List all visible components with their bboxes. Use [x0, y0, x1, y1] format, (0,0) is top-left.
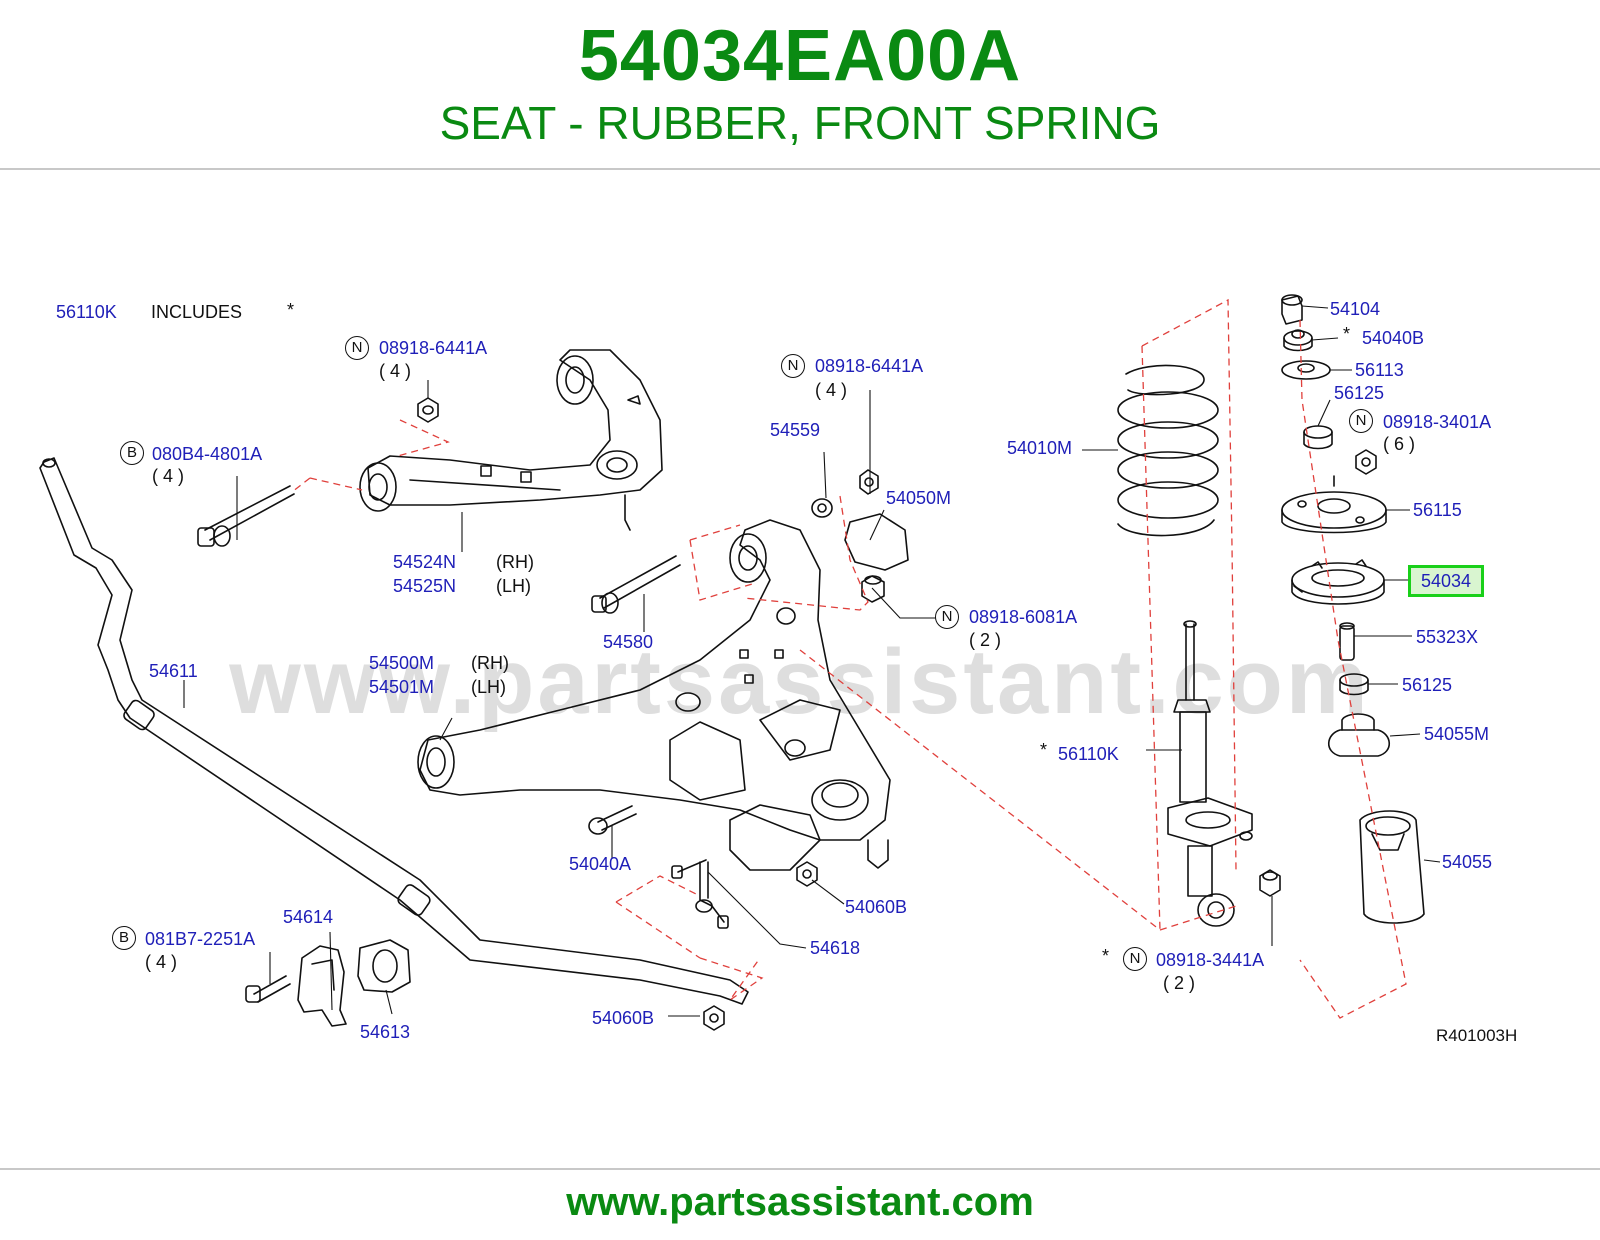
label-081b7-2251a[interactable]: 081B7-2251A — [145, 929, 256, 949]
qty-4-1: ( 4 ) — [379, 361, 412, 381]
label-56125-2[interactable]: 56125 — [1402, 675, 1453, 695]
qty-4-4: ( 4 ) — [145, 952, 178, 972]
asterisk-2: * — [1040, 740, 1048, 760]
label-54524n[interactable]: 54524N — [393, 552, 457, 572]
n-circle-2: N — [781, 354, 805, 378]
asterisk-1: * — [287, 300, 295, 320]
b-circle-2: B — [112, 926, 136, 950]
label-54040a[interactable]: 54040A — [569, 854, 632, 874]
part-number-title: 54034EA00A — [578, 16, 1022, 96]
assembly-lines — [291, 298, 1407, 1019]
rh-2: (RH) — [471, 653, 509, 673]
label-55323x[interactable]: 55323X — [1416, 627, 1479, 647]
rh-1: (RH) — [496, 552, 534, 572]
label-080b4-4801a[interactable]: 080B4-4801A — [152, 444, 263, 464]
label-08918-3441a[interactable]: 08918-3441A — [1156, 950, 1265, 970]
lh-1: (LH) — [496, 576, 531, 596]
footer-url[interactable]: www.partsassistant.com — [566, 1180, 1034, 1224]
label-54034-highlighted[interactable]: 54034 — [1408, 565, 1484, 597]
label-54580[interactable]: 54580 — [603, 632, 654, 652]
stabilizer-bar-54611 — [39, 457, 749, 1005]
leader-lines — [183, 305, 1441, 1017]
label-54104[interactable]: 54104 — [1330, 299, 1381, 319]
asterisk-4: * — [1343, 324, 1351, 344]
label-54618[interactable]: 54618 — [810, 938, 861, 958]
label-54614[interactable]: 54614 — [283, 907, 334, 927]
qty-6: ( 6 ) — [1383, 434, 1416, 454]
upper-control-arm — [359, 349, 663, 531]
bolt-081b7 — [245, 975, 291, 1003]
bolt-080b4 — [197, 485, 295, 547]
label-56113[interactable]: 56113 — [1355, 360, 1404, 380]
n-circle-4: N — [1123, 947, 1147, 971]
label-54010m[interactable]: 54010M — [1007, 438, 1073, 458]
footer-divider — [0, 1168, 1600, 1170]
n-circle-1: N — [345, 336, 369, 360]
label-54055[interactable]: 54055 — [1442, 852, 1493, 872]
label-54611[interactable]: 54611 — [149, 661, 198, 681]
n-circle-3: N — [935, 605, 959, 629]
label-56115[interactable]: 56115 — [1413, 500, 1462, 520]
nut-08918-6081a — [861, 575, 885, 603]
header-divider — [0, 168, 1600, 170]
label-56125-1[interactable]: 56125 — [1334, 383, 1385, 403]
nut-08918-3441a — [1259, 869, 1281, 897]
label-54050m[interactable]: 54050M — [886, 488, 952, 508]
bushing-54613 — [357, 939, 411, 993]
nut-54060b-2 — [703, 1005, 725, 1031]
qty-4-3: ( 4 ) — [815, 380, 848, 400]
label-54500m[interactable]: 54500M — [369, 653, 435, 673]
label-08918-6081a[interactable]: 08918-6081A — [969, 607, 1078, 627]
qty-2-1: ( 2 ) — [969, 630, 1002, 650]
bumper-55323x — [1339, 622, 1355, 661]
lh-2: (LH) — [471, 677, 506, 697]
label-54040b[interactable]: 54040B — [1362, 328, 1425, 348]
label-56110k-includes[interactable]: 56110K — [56, 302, 117, 322]
clamp-54614 — [297, 945, 347, 1027]
rubber-seat-54034 — [1291, 559, 1385, 605]
washer-56113 — [1281, 360, 1331, 380]
qty-4-2: ( 4 ) — [152, 466, 185, 486]
label-54525n[interactable]: 54525N — [393, 576, 457, 596]
washer-54559 — [811, 498, 833, 518]
includes-text: INCLUDES — [151, 302, 243, 322]
nut-08918-6441a-1 — [417, 397, 439, 423]
shock-absorber-56110k — [1167, 620, 1253, 927]
nut-08918-3401a — [1355, 449, 1377, 475]
part-name-subtitle: SEAT - RUBBER, FRONT SPRING — [439, 97, 1161, 149]
stabilizer-link-54618 — [671, 859, 729, 929]
label-54060b-2[interactable]: 54060B — [592, 1008, 655, 1028]
bushing-56125-2 — [1339, 673, 1369, 696]
label-54613[interactable]: 54613 — [360, 1022, 411, 1042]
dust-boot-54055 — [1359, 810, 1425, 924]
label-54559[interactable]: 54559 — [770, 420, 821, 440]
bound-bumper-54055m — [1327, 713, 1391, 757]
label-08918-3401a[interactable]: 08918-3401A — [1383, 412, 1492, 432]
label-08918-6441a-2[interactable]: 08918-6441A — [815, 356, 924, 376]
plate-54050m — [844, 513, 909, 571]
label-54055m[interactable]: 54055M — [1424, 724, 1490, 744]
nut-08918-6441a-2 — [859, 469, 879, 495]
b-circle-1: B — [120, 441, 144, 465]
qty-2-2: ( 2 ) — [1163, 973, 1196, 993]
label-56110k[interactable]: 56110K — [1058, 744, 1119, 764]
bolt-54040a — [588, 805, 637, 835]
cap-54104 — [1281, 294, 1303, 325]
n-circle-5: N — [1349, 409, 1373, 433]
strut-mount-56115 — [1281, 475, 1387, 534]
diagram-code: R401003H — [1436, 1026, 1518, 1045]
label-54501m[interactable]: 54501M — [369, 677, 435, 697]
watermark: www.partsassistant.com — [229, 631, 1371, 733]
label-54060b-1[interactable]: 54060B — [845, 897, 908, 917]
nut-54060b-1 — [796, 861, 818, 887]
nut-54040b — [1283, 329, 1313, 352]
lower-control-arm — [417, 519, 891, 871]
coil-spring-54010m — [1117, 364, 1219, 537]
asterisk-3: * — [1102, 946, 1110, 966]
bolt-54580 — [591, 555, 681, 614]
label-08918-6441a-1[interactable]: 08918-6441A — [379, 338, 488, 358]
